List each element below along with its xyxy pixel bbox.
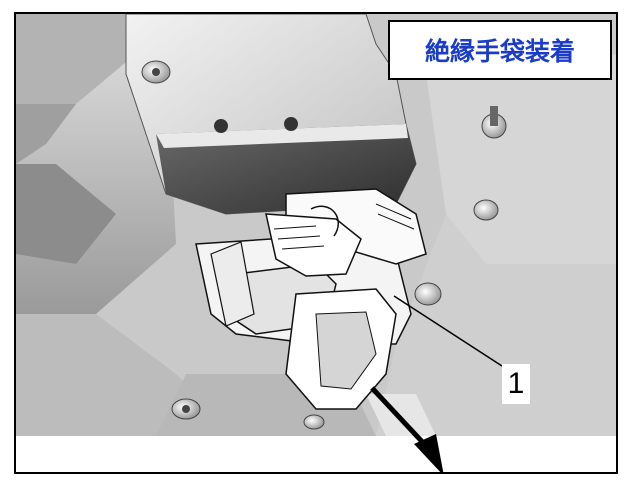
callout-leader-line [393, 295, 503, 367]
callout-label-1: 1 [502, 364, 530, 404]
figure-frame: 絶縁手袋装着 1 [14, 12, 618, 474]
component-illustration [16, 14, 616, 472]
insulated-gloves-badge: 絶縁手袋装着 [388, 20, 612, 80]
